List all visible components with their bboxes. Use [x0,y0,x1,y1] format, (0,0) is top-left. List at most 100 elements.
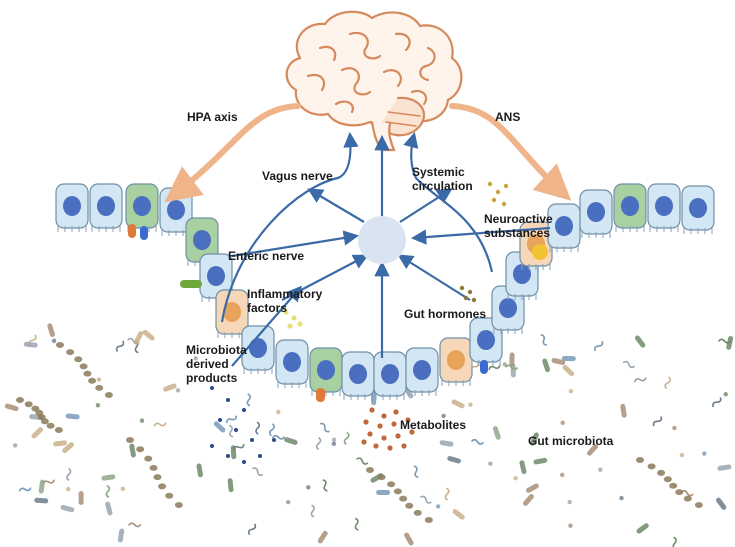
epithelial-cell [614,184,646,232]
inflammatory-dot [287,323,292,328]
bacterium-coccus [332,438,336,442]
bacterium-rod [4,403,19,412]
epithelial-cell [310,348,342,396]
bacterium-spiral [634,376,647,384]
bacterium-chain-segment [405,503,413,509]
bacterium-spiral [353,518,360,531]
bacterium-rod [60,504,75,512]
bacterium-chain-segment [25,401,33,407]
bacterium-chain-segment [95,385,103,391]
bacterium-spiral [321,479,329,492]
bacterium-rod [117,528,124,543]
bacterium-spiral [19,486,32,494]
gut-hormones-label: Gut hormones [404,307,486,321]
bacterium-rod [283,436,298,445]
bacterium-spiral [248,523,257,536]
metabolite-dot [363,419,368,424]
bacterium-spiral [412,465,420,478]
bacterium-spiral [356,457,369,465]
microbiota-derived-products-label: Microbiota derived products [186,343,247,385]
epithelial-cell [682,186,714,234]
product-dot [210,444,214,448]
bacterium-spiral [712,396,722,408]
product-dot [242,460,246,464]
granule [480,360,488,374]
bacterium-coccus [176,388,180,392]
hormone-dot [460,286,464,290]
bacterium-coccus [96,403,100,407]
bacterium-spiral [672,537,678,547]
granule [316,388,325,402]
bacterium-rod [447,455,462,464]
hub-to-vagus-arrow [310,190,364,222]
bacterium-spiral [344,432,349,444]
epithelial-cell [374,352,406,400]
bacterium-chain-segment [636,457,644,463]
bacterium-chain-segment [105,392,113,398]
gut-microbiota-label: Gut microbiota [528,434,613,448]
bacterium-spiral [227,425,235,438]
bacterium-chain-segment [695,502,703,508]
bacterium-chain-segment [136,446,144,452]
bacterium-chain-segment [153,474,161,480]
bacterium-coccus [561,421,565,425]
bacterium-spiral [246,394,252,407]
enteric-process [180,280,202,288]
bacterium-chain-segment [366,467,374,473]
inflammatory-dot [291,315,296,320]
bacterium-rod [101,474,116,481]
bacterium-spiral [154,421,167,428]
product-dot [226,398,230,402]
bacterium-rod [196,463,203,478]
bacterium-rod [715,497,727,511]
bacterium-spiral [420,495,433,504]
bacterium-chain-segment [80,363,88,369]
bacterium-chain-segment [88,378,96,384]
products-line: products [186,371,247,385]
bacterium-chain-segment [414,510,422,516]
bacterium-coccus [286,500,290,504]
bacterium-spiral [67,468,71,480]
bacterium-rod [30,426,44,439]
bacterium-coccus [332,442,336,446]
epithelial-cell [90,184,122,232]
bacterium-rod [636,522,650,534]
hub-to-systemic-arrow [400,190,450,222]
neuroactive-dot [492,198,496,202]
bacterium-coccus [724,392,728,396]
product-dot [258,454,262,458]
bacterium-chain-segment [16,397,24,403]
metabolite-dot [381,413,386,418]
bacterium-rod [562,364,576,377]
hormone-dot [472,298,476,302]
inflammatory-line: Inflammatory [247,287,322,301]
epithelial-cell [648,184,680,232]
bacterium-spiral [665,377,671,390]
neuroactive-dot [496,190,500,194]
inflammatory-factors-label: Inflammatory factors [247,287,322,315]
bacterium-rod [522,493,535,507]
bacterium-spiral [444,488,449,500]
bacterium-coccus [436,504,440,508]
bacterium-chain-segment [675,489,683,495]
vagus-nerve-label: Vagus nerve [262,169,333,183]
bacterium-chain-segment [394,488,402,494]
hormone-dot [464,296,468,300]
epithelial-cell [406,348,438,396]
bacterium-chain-segment [150,465,158,471]
bacterium-rod [213,420,227,433]
bacterium-chain-segment [175,502,183,508]
bacterium-spiral [623,361,636,368]
hormone-dot [468,290,472,294]
bacterium-rod [509,352,514,366]
gut-hormones-arrow [400,256,470,300]
metabolite-dot [373,443,378,448]
bacterium-spiral [471,440,483,445]
epithelial-cell [580,190,612,238]
bacterium-rod [519,460,527,475]
bacterium-rod [24,342,38,348]
bacterium-rod [451,399,466,410]
neuroactive-substances-label: Neuroactive substances [484,212,553,240]
factors-line: factors [247,301,322,315]
bacterium-chain-segment [657,470,665,476]
